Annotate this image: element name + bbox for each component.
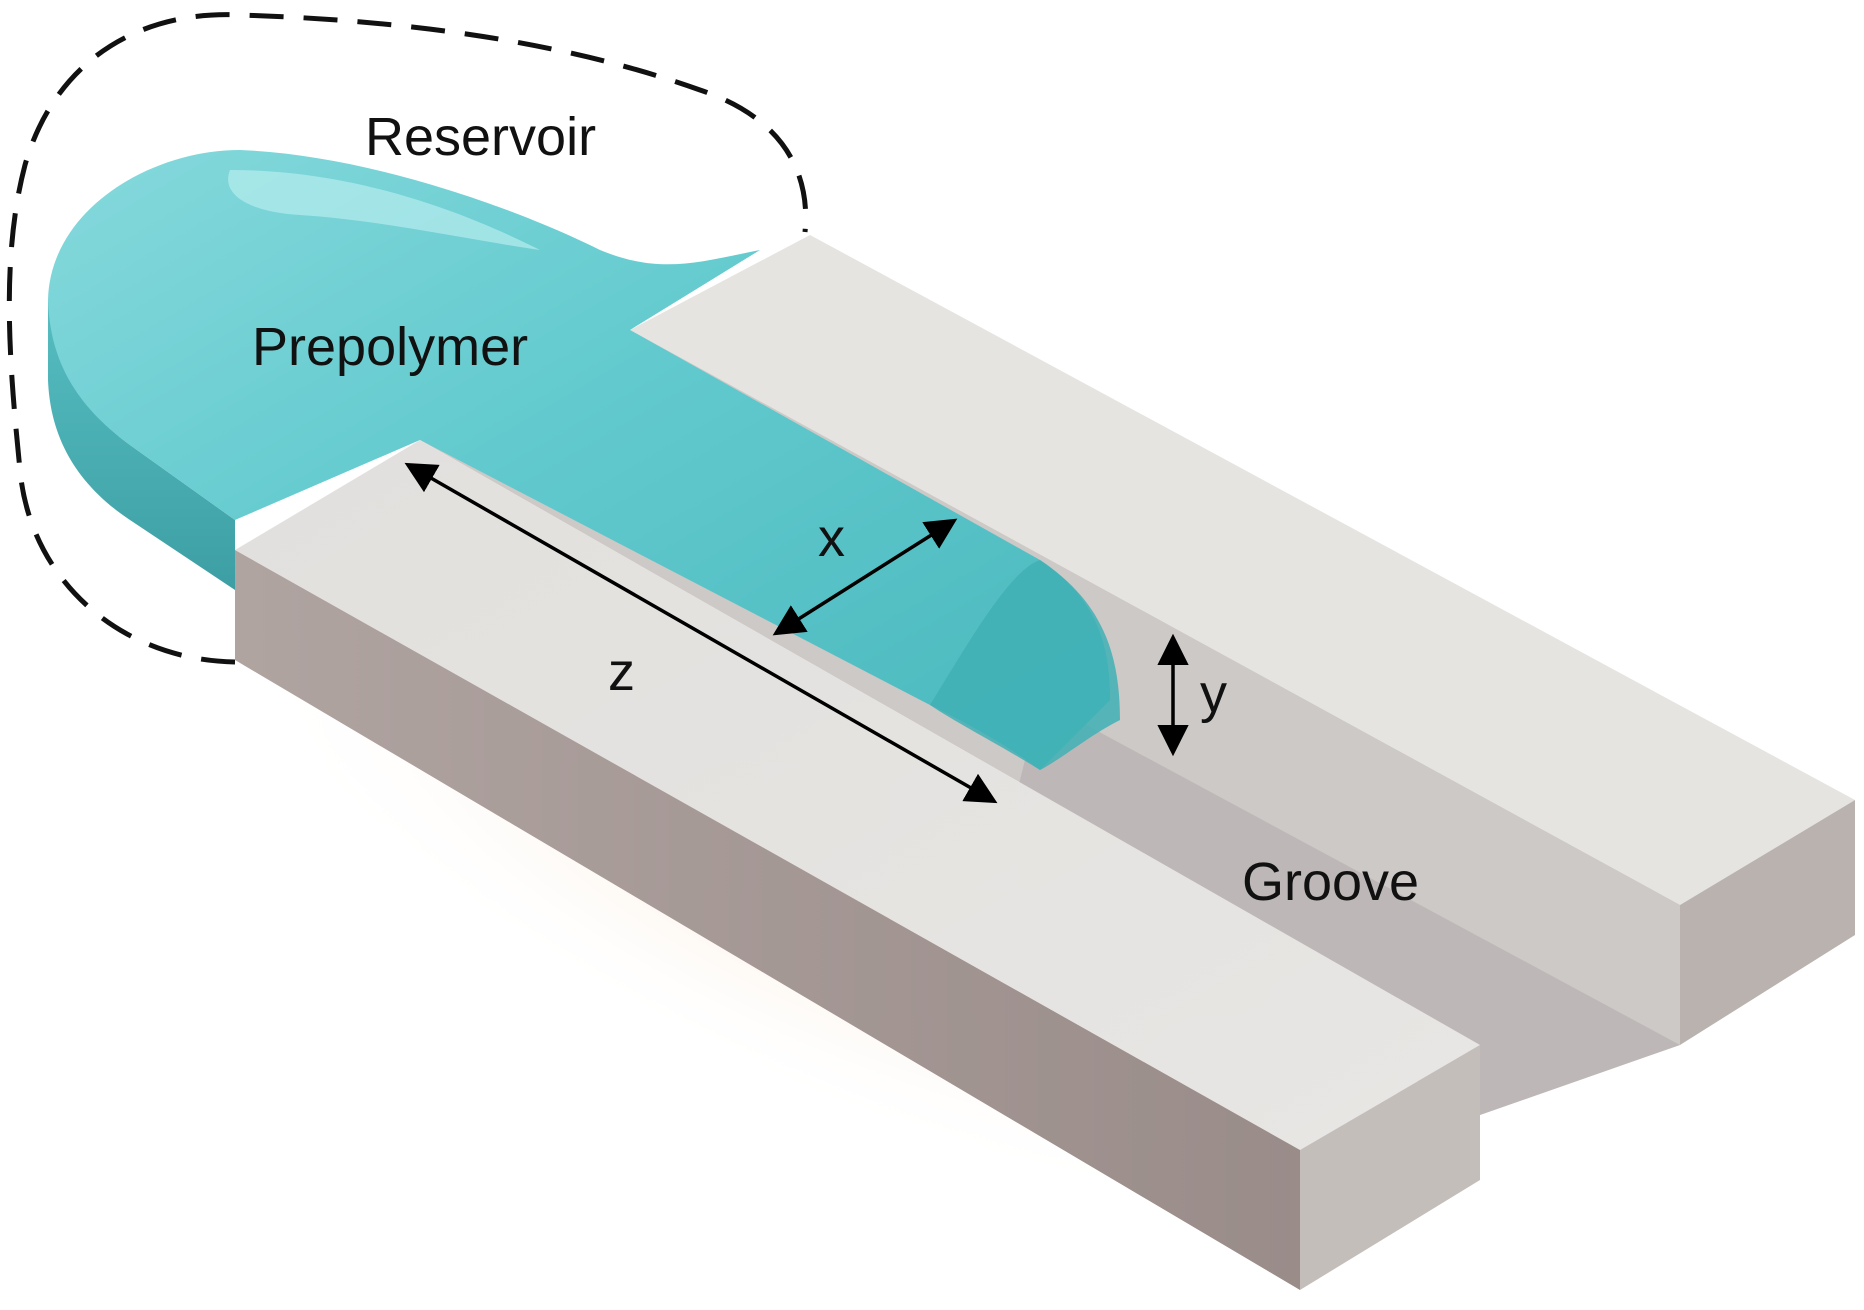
left-block-end <box>1300 1045 1480 1290</box>
dimension-x-arrow <box>772 518 958 636</box>
label-y: y <box>1200 664 1227 724</box>
prepolymer-highlight <box>228 170 540 250</box>
label-reservoir: Reservoir <box>365 107 596 167</box>
label-x: x <box>818 508 845 568</box>
label-prepolymer: Prepolymer <box>252 317 528 377</box>
groove-shadow <box>1000 700 1680 1115</box>
prepolymer-reservoir-side <box>48 300 235 590</box>
label-z: z <box>608 642 635 702</box>
label-groove: Groove <box>1242 852 1419 912</box>
reservoir-outline <box>6 12 809 665</box>
right-block-top <box>630 235 1855 905</box>
right-block-end <box>1680 800 1855 1045</box>
dimension-z-arrow <box>404 462 998 804</box>
